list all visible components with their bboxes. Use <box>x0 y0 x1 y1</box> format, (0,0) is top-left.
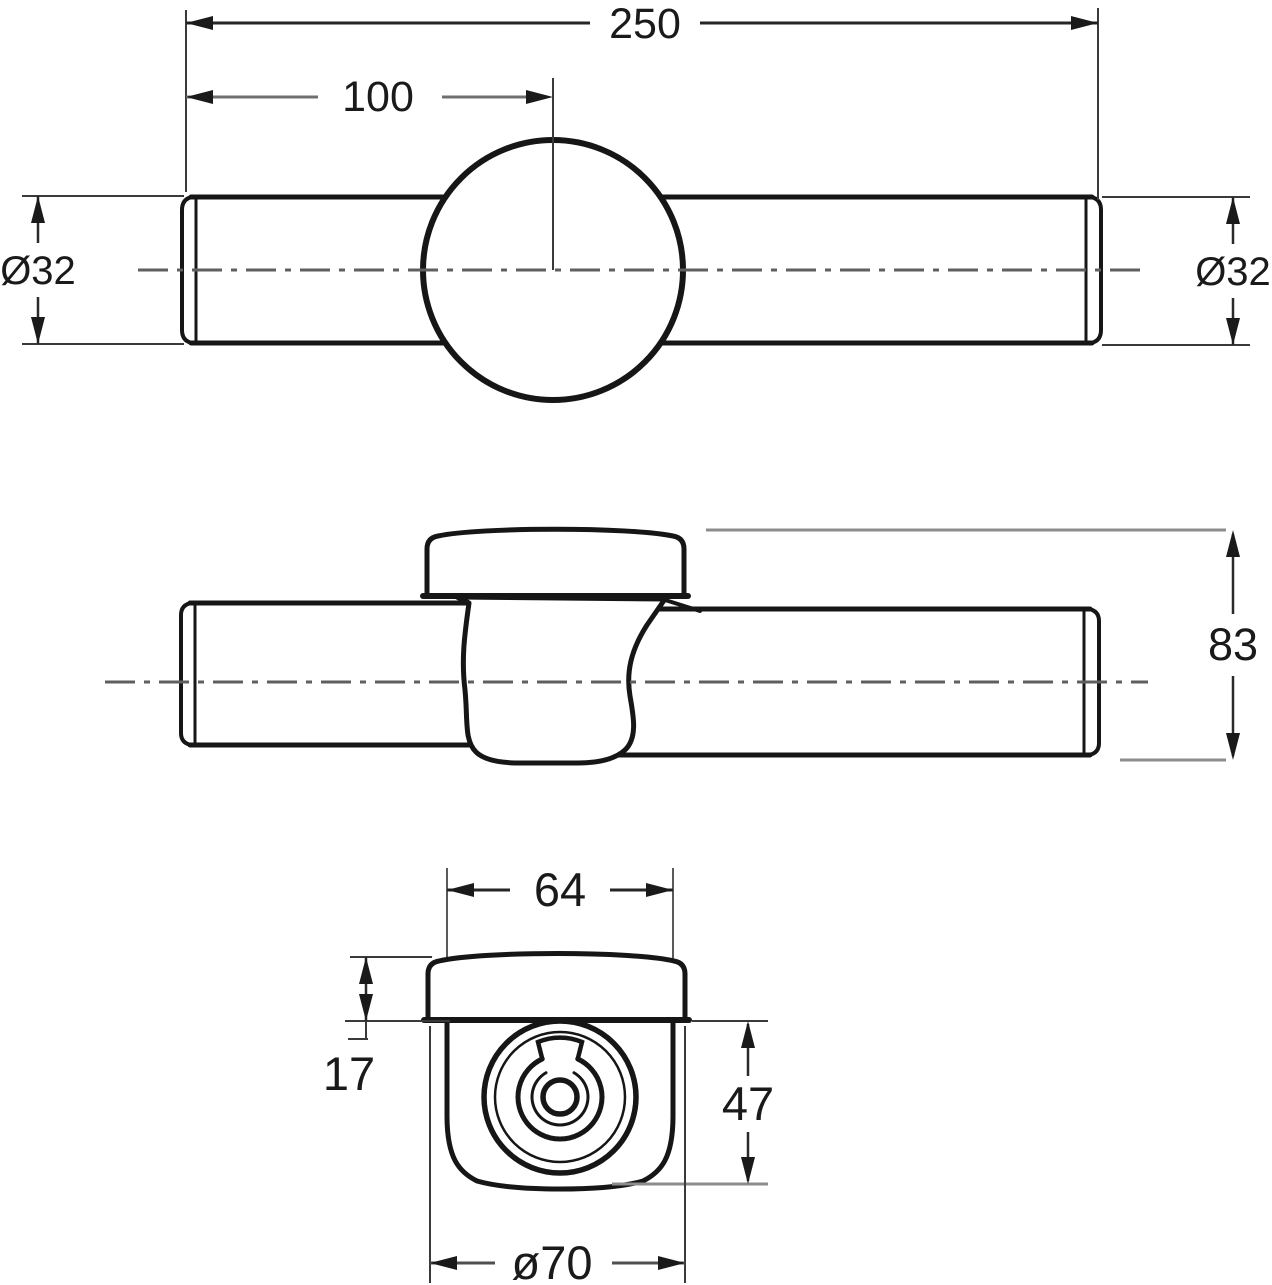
dim-label-overall-height: 83 <box>1208 619 1258 670</box>
arrowhead-up <box>1226 197 1240 224</box>
center-hole <box>540 1077 580 1117</box>
arrowhead-down <box>1226 318 1240 345</box>
arrowhead-down <box>1226 733 1240 760</box>
dimension-cap-height: 17 <box>323 956 450 1100</box>
inlet-tube-side-view <box>179 600 481 748</box>
arrowhead-right <box>658 1256 685 1270</box>
dimension-cap-diameter: ø70 <box>429 1026 686 1285</box>
trap-body-side-view <box>454 594 668 766</box>
top-view: 250 100 Ø32 Ø32 <box>0 0 1271 403</box>
arrowhead-left <box>447 883 474 897</box>
dimension-diameter-left: Ø32 <box>0 195 184 345</box>
inner-arc <box>530 1071 590 1127</box>
dimension-total-length: 250 <box>185 0 1099 200</box>
dim-label-diameter-left: Ø32 <box>0 249 76 293</box>
arrowhead-up <box>359 957 373 984</box>
dimension-overall-height: 83 <box>706 528 1258 762</box>
pipe-left-end <box>180 195 194 345</box>
arrowhead-left <box>430 1256 457 1270</box>
arrowhead-down <box>31 317 45 344</box>
dim-label-cap-width: 64 <box>534 863 586 916</box>
dim-label-center-offset: 100 <box>342 73 414 121</box>
dimension-diameter-right: Ø32 <box>1102 196 1271 346</box>
cap-side-view <box>424 526 687 599</box>
body-front-view <box>444 1019 676 1192</box>
arrowhead-down <box>741 1157 755 1184</box>
drain-detail <box>481 1018 639 1176</box>
dimension-body-height: 47 <box>612 1020 774 1186</box>
bayonet-ring <box>515 1056 605 1142</box>
front-view: 64 17 47 <box>323 863 774 1285</box>
arrowhead-right <box>526 90 553 104</box>
tube-left-end <box>179 601 193 747</box>
arrowhead-right <box>1071 16 1098 30</box>
dim-label-diameter-right: Ø32 <box>1195 250 1271 294</box>
dim-label-body-height: 47 <box>722 1077 774 1130</box>
dimension-cap-width: 64 <box>447 863 673 916</box>
outer-ring <box>481 1018 639 1176</box>
arrowhead-left <box>186 16 213 30</box>
arrowhead-up <box>741 1021 755 1048</box>
side-view: 83 <box>105 526 1258 766</box>
body-tube-junction-line <box>660 597 702 613</box>
dim-label-cap-height: 17 <box>323 1047 375 1100</box>
arrowhead-left <box>186 90 213 104</box>
middle-ring <box>493 1030 627 1164</box>
dim-label-cap-diameter: ø70 <box>512 1236 593 1285</box>
arrowhead-down <box>359 994 373 1021</box>
arrowhead-up <box>31 196 45 223</box>
cap-front-view <box>425 951 688 1023</box>
arrowhead-up <box>1226 530 1240 557</box>
dim-label-total-length: 250 <box>609 0 681 48</box>
dimension-center-offset: 100 <box>186 73 554 270</box>
arrowhead-right <box>646 883 673 897</box>
bayonet-tab <box>535 1035 585 1062</box>
